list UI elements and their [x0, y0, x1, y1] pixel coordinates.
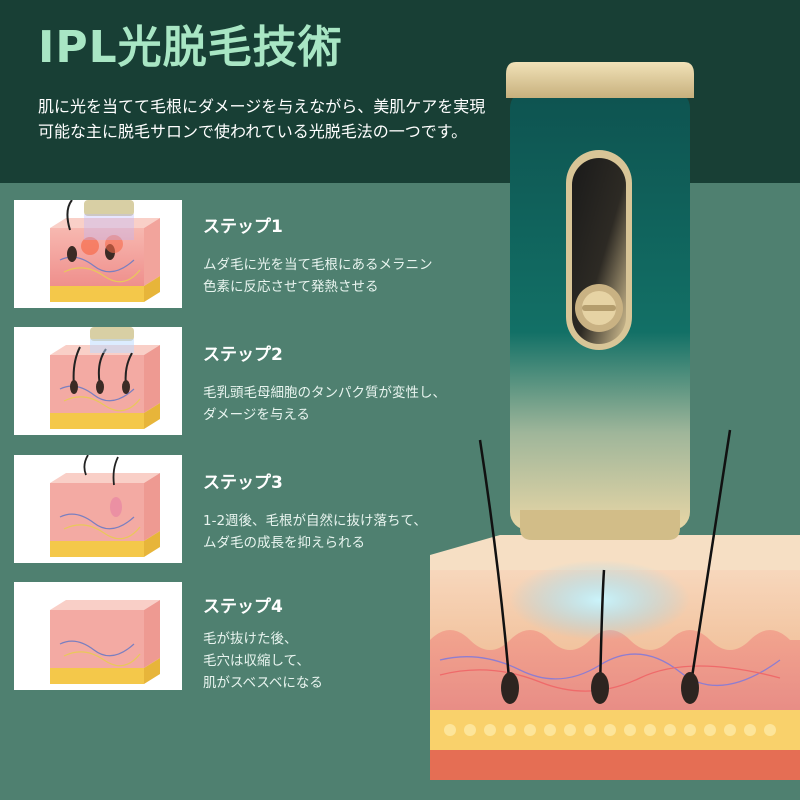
step-2-title: ステップ2: [203, 345, 283, 365]
step-4-title: ステップ4: [203, 597, 283, 617]
step-4-text: 毛が抜けた後、 毛穴は収縮して、 肌がスベスベになる: [203, 631, 323, 691]
page-title: IPL光脱毛技術: [38, 22, 343, 73]
step-2-illustration: [14, 327, 182, 435]
page-description: 肌に光を当てて毛根にダメージを与えながら、美肌ケアを実現可能な主に脱毛サロンで使…: [38, 97, 486, 141]
ipl-device-illustration: [500, 50, 710, 550]
step-3-title: ステップ3: [203, 473, 283, 493]
skin-cross-section: [400, 420, 800, 800]
step-3-text: 1-2週後、毛根が自然に抜け落ちて、 ムダ毛の成長を抑えられる: [203, 513, 427, 551]
step-1-illustration: [14, 200, 182, 308]
step-4-illustration: [14, 582, 182, 690]
step-1-text: ムダ毛に光を当て毛根にあるメラニン 色素に反応させて発熱させる: [203, 257, 433, 295]
step-1-title: ステップ1: [203, 217, 283, 237]
step-2-text: 毛乳頭毛母細胞のタンパク質が変性し、 ダメージを与える: [203, 385, 446, 423]
step-3-illustration: [14, 455, 182, 563]
